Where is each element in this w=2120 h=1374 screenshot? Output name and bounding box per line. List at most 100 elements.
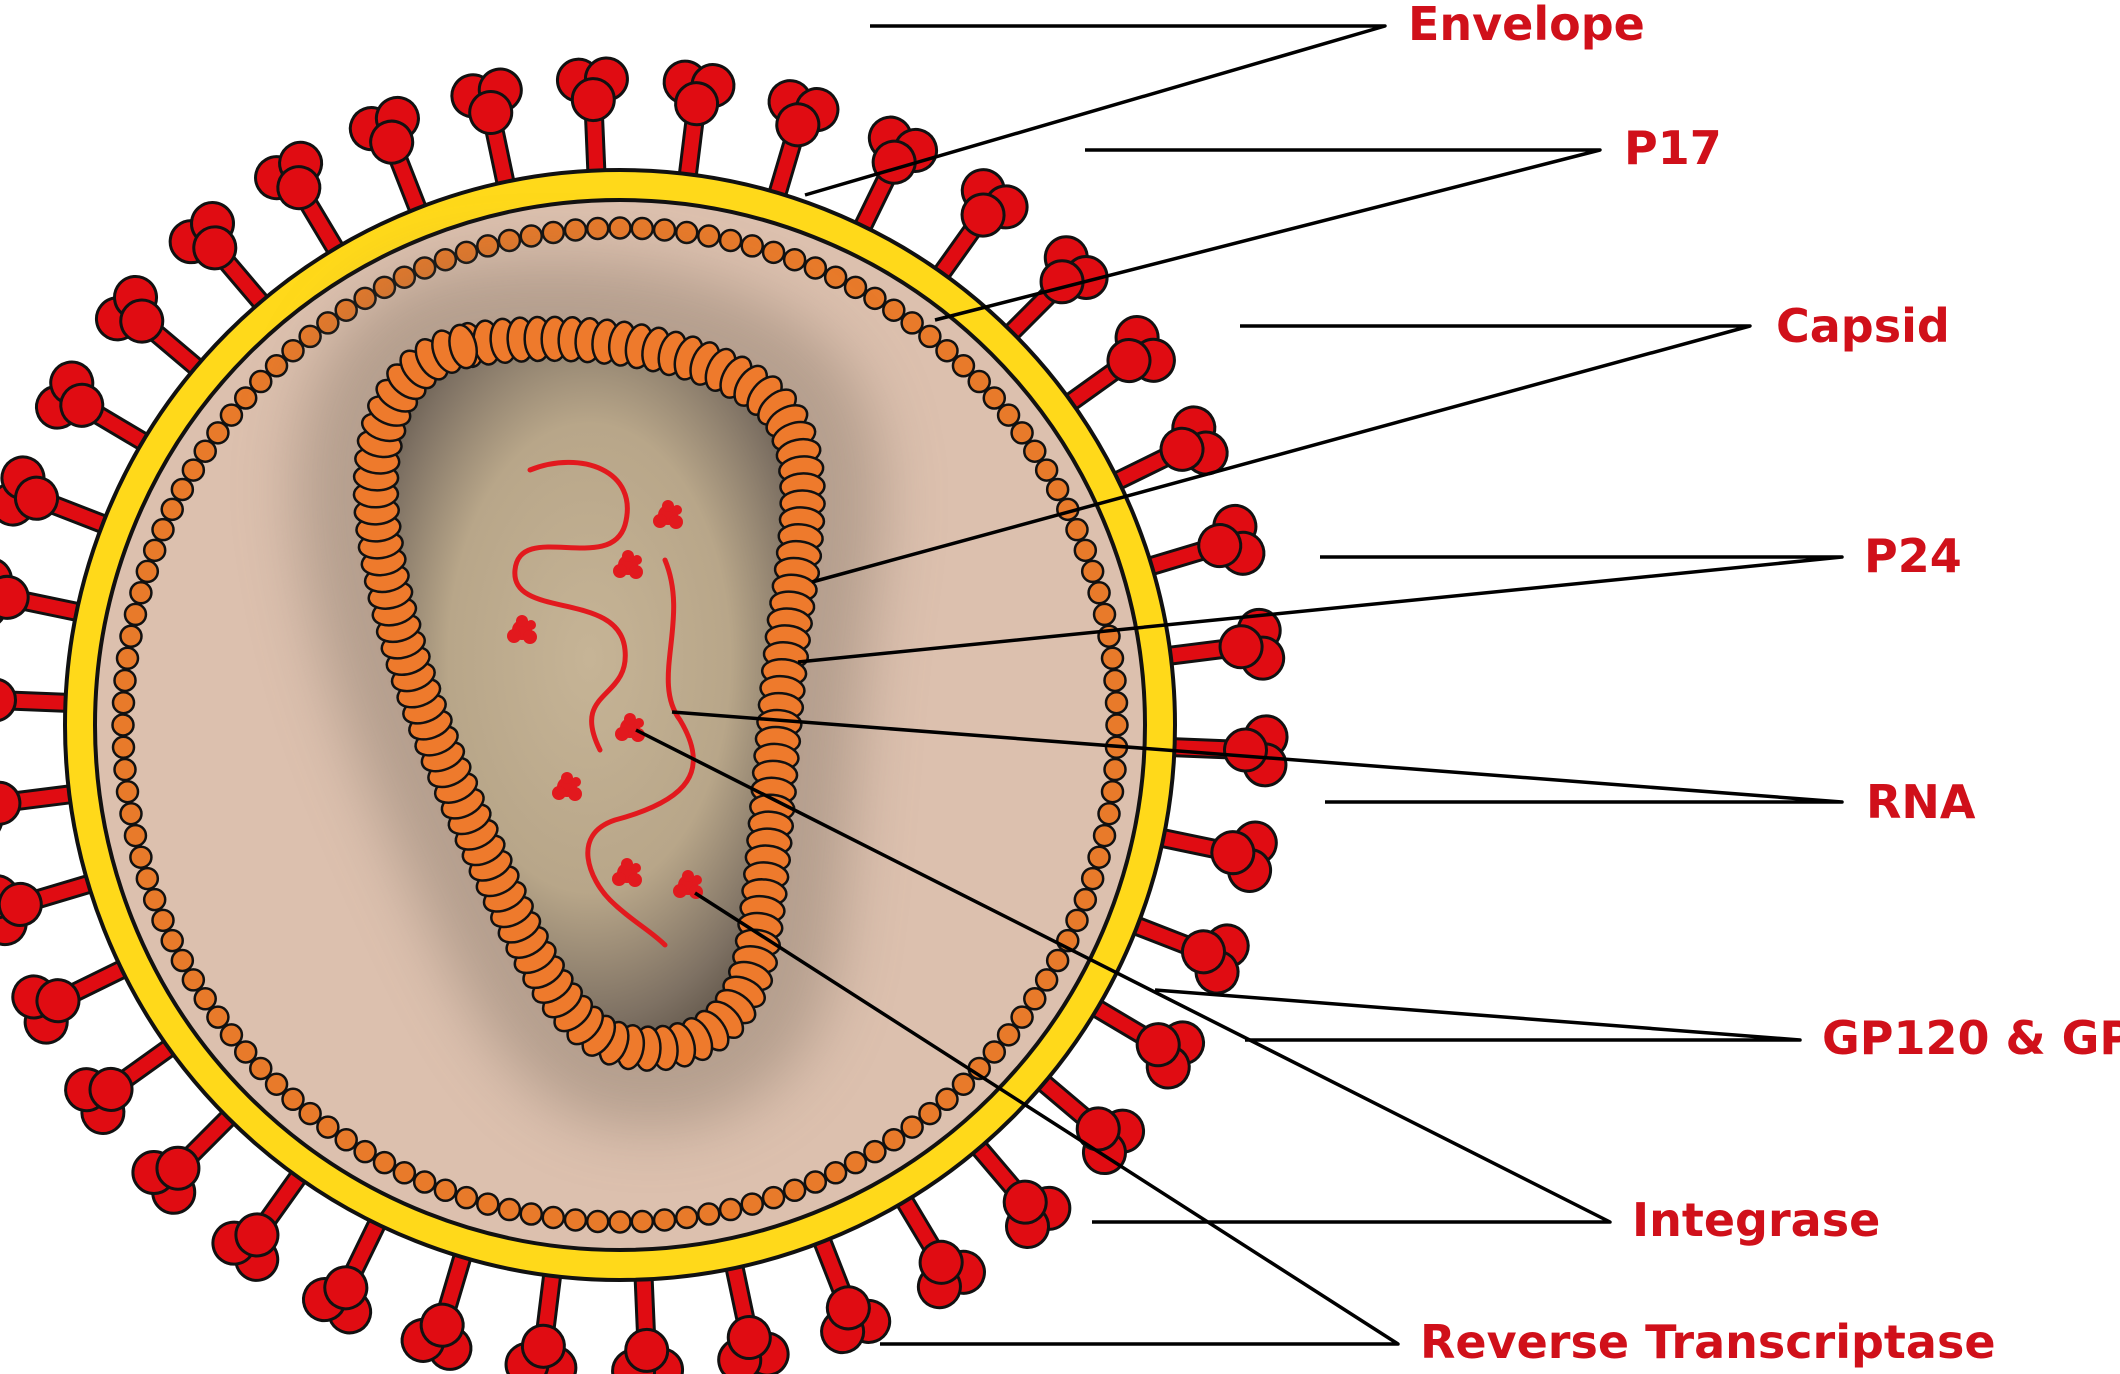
p17-dot: [585, 1209, 610, 1234]
p17-dot: [803, 1170, 828, 1194]
leader-integrase: [635, 728, 1612, 1224]
p17-dot: [1045, 948, 1070, 973]
p17-matrix-proteins: [111, 216, 1129, 1234]
spike-16: [55, 1031, 187, 1144]
spike-22: [0, 449, 121, 540]
p24-capsid-proteins: [352, 315, 826, 1072]
p17-dot: [160, 497, 184, 522]
spike-28: [446, 63, 531, 199]
spike-36: [1100, 398, 1236, 497]
p17-dot: [696, 1202, 721, 1226]
p17-dot: [193, 987, 217, 1011]
p17-dot: [674, 1205, 699, 1230]
spike-5: [1026, 1065, 1154, 1184]
p17-dot: [696, 224, 721, 248]
p17-dot: [298, 1101, 322, 1126]
p17-dot: [412, 256, 437, 280]
p17-dot: [142, 887, 167, 912]
p17-dot: [1103, 668, 1127, 693]
p17-dot: [151, 908, 175, 933]
p17-dot: [249, 369, 273, 394]
p17-dot: [1023, 439, 1047, 463]
p17-dot: [264, 1072, 289, 1096]
p17-dot: [1087, 581, 1111, 605]
leader-lines: [635, 24, 1844, 1346]
p17-dot: [996, 1023, 1021, 1047]
p17-dot: [1065, 908, 1089, 933]
p17-dot: [1100, 646, 1125, 671]
p17-dot: [935, 1087, 959, 1112]
p17-dot: [206, 421, 230, 445]
p17-dot: [316, 311, 340, 335]
spike-14: [203, 1159, 315, 1291]
p17-dot: [119, 624, 143, 649]
spike-7: [888, 1183, 994, 1317]
p17-dot: [115, 646, 140, 671]
label-p17: P17: [1624, 121, 1722, 175]
p17-dot: [119, 801, 143, 826]
p17-dot: [761, 1185, 786, 1210]
p17-dot: [1034, 458, 1059, 482]
p17-dot: [1100, 779, 1125, 804]
p17-dot: [982, 386, 1007, 410]
p17-dot: [630, 216, 655, 241]
spike-37: [1134, 498, 1271, 587]
p17-dot: [219, 1023, 244, 1047]
p17-dot: [476, 234, 500, 258]
spike-27: [342, 89, 434, 226]
p17-dot: [1104, 690, 1129, 715]
p17-dot: [1065, 517, 1089, 542]
spike-4: [1079, 992, 1213, 1098]
p17-dot: [113, 668, 137, 693]
p17-dot: [142, 538, 167, 563]
p17-dot: [823, 265, 848, 289]
label-integrase: Integrase: [1632, 1193, 1880, 1247]
enzyme-blob-5: [552, 772, 582, 801]
leader-p17: [934, 148, 1602, 322]
p17-dot: [392, 265, 417, 289]
capsid-interior: [375, 338, 803, 1049]
label-p24: P24: [1864, 529, 1962, 583]
leader-capsid: [811, 324, 1752, 584]
spike-25: [160, 192, 279, 320]
p17-dot: [843, 275, 868, 300]
p17-dot: [454, 240, 479, 265]
p17-dot: [454, 1185, 479, 1210]
p17-dot: [135, 866, 160, 891]
p17-dot: [233, 1040, 258, 1064]
p17-dot: [900, 311, 924, 335]
leader-rt: [694, 891, 1400, 1346]
label-envelope: Envelope: [1408, 0, 1645, 51]
p17-dot: [115, 779, 140, 804]
p17-dot: [206, 1005, 230, 1029]
p17-dot: [843, 1150, 868, 1175]
spike-26: [246, 133, 352, 267]
p17-dot: [1034, 968, 1059, 992]
p17-dot: [1080, 866, 1105, 891]
p17-dot: [181, 968, 206, 992]
p17-dot: [918, 1101, 942, 1126]
p17-dot: [674, 220, 699, 245]
p17-dot: [563, 218, 588, 242]
p17-dot: [541, 1205, 566, 1230]
p17-dot: [718, 228, 743, 253]
p17-dot: [1105, 713, 1129, 737]
leader-rna: [671, 710, 1844, 804]
p17-dot: [863, 1139, 887, 1164]
leader-p24: [797, 555, 1844, 664]
p17-dot: [918, 324, 942, 349]
spike-17: [4, 953, 140, 1052]
p17-dot: [111, 690, 136, 715]
p17-dot: [541, 220, 566, 245]
p17-dot: [1073, 538, 1098, 563]
p17-dot: [316, 1115, 340, 1139]
p17-dot: [233, 386, 258, 410]
p17-dot: [1092, 602, 1117, 627]
enzyme-blob-1: [653, 500, 683, 529]
p17-dot: [1103, 757, 1127, 782]
p17-dot: [951, 354, 976, 378]
p17-dot: [519, 224, 544, 248]
spike-24: [86, 266, 214, 385]
